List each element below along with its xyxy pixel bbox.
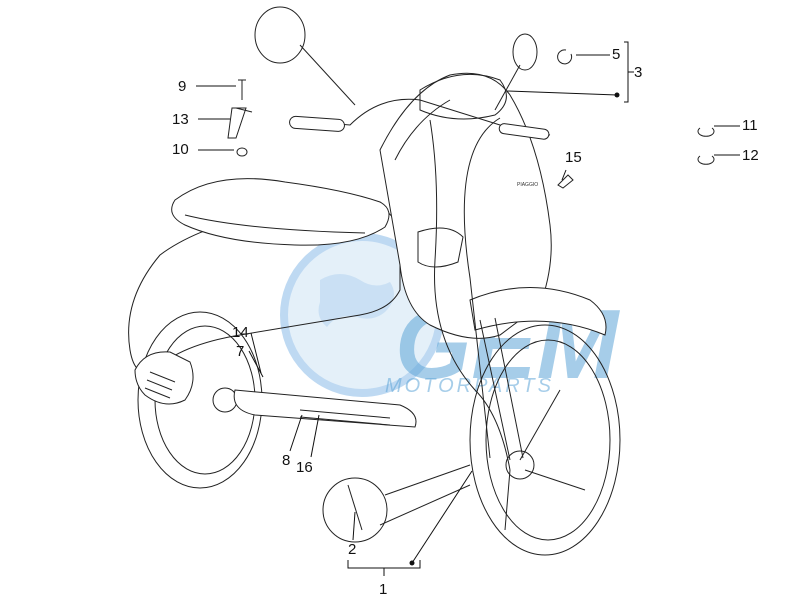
callout-label-5: 5 <box>612 46 620 63</box>
ring-part-5 <box>557 49 573 65</box>
front-body <box>379 72 552 339</box>
callout-label-15: 15 <box>565 149 582 166</box>
clip-part-11 <box>697 127 715 137</box>
handlebar <box>289 98 551 136</box>
callout-label-14: 14 <box>232 324 249 341</box>
floorboard <box>233 389 417 428</box>
front-wheel <box>469 324 621 556</box>
callout-label-3: 3 <box>634 64 642 81</box>
brake-cable-rear <box>429 119 511 471</box>
callout-label-13: 13 <box>172 111 189 128</box>
clip-part-12 <box>697 155 715 165</box>
watermark-sub-text: MOTORPARTS <box>385 375 554 397</box>
callouts: 9 13 10 5 3 11 12 15 14 7 8 16 <box>172 41 759 598</box>
callout-label-10: 10 <box>172 141 189 158</box>
clamp-part-15 <box>557 174 574 189</box>
headlight-cowl <box>419 73 507 120</box>
callout-label-12: 12 <box>742 147 759 164</box>
left-mirror <box>254 6 306 64</box>
seat <box>171 178 390 246</box>
callout-label-1: 1 <box>379 581 387 598</box>
callout-label-16: 16 <box>296 459 313 476</box>
front-mudguard <box>469 287 607 336</box>
callout-label-9: 9 <box>178 78 186 95</box>
callout-label-11: 11 <box>742 117 758 134</box>
nut-part-10 <box>236 147 248 157</box>
bolt-part-9 <box>238 79 246 100</box>
bracket-1 <box>347 560 421 569</box>
loose-parts <box>227 49 715 543</box>
watermark-globe-map <box>318 274 394 327</box>
bracket-plate <box>235 107 253 113</box>
detail-circle <box>322 477 388 543</box>
bracket-part-13 <box>227 107 247 139</box>
callout-label-7: 7 <box>236 343 244 360</box>
callout-label-8: 8 <box>282 452 290 469</box>
scooter-drawing: PIAGGIO <box>128 6 621 556</box>
right-mirror <box>512 33 538 71</box>
brake-cable-front <box>463 117 501 459</box>
callout-label-2: 2 <box>348 541 356 558</box>
front-fork <box>479 317 524 461</box>
bracket-3 <box>624 41 629 103</box>
brand-badge: PIAGGIO <box>517 182 538 188</box>
